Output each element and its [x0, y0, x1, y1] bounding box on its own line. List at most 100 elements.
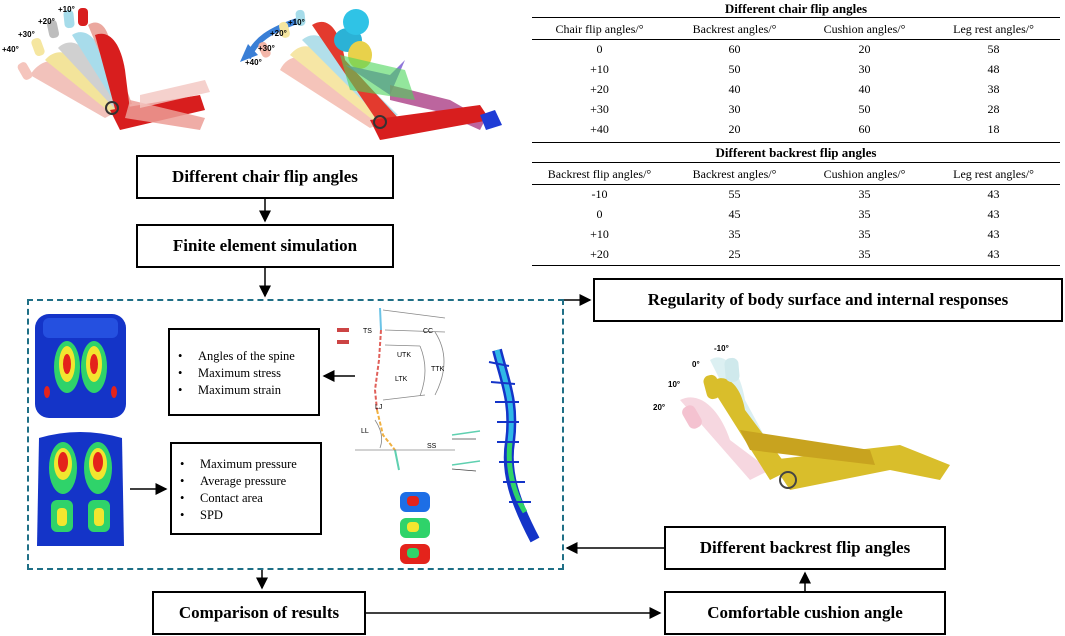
table-cell: 30: [728, 101, 741, 116]
backrest-flip-illustration: -10° 0° 10° 20°: [650, 340, 970, 520]
pressure-results-list: Maximum pressure Average pressure Contac…: [180, 456, 297, 524]
chair-angle-label: +20°: [38, 17, 55, 26]
spine-label: LTK: [395, 376, 408, 383]
list-item: Maximum strain: [178, 382, 295, 399]
table-cell: +10: [590, 226, 609, 241]
table-cell: 60: [858, 121, 871, 136]
chair-flip-table: Chair flip angles/° Backrest angles/° Cu…: [532, 19, 1060, 139]
table-row: +20 40 40 38: [532, 79, 1060, 99]
table-cell: 0: [596, 41, 603, 56]
table-header-cell: Cushion angles/°: [823, 21, 906, 36]
comfortable-angle-box: Comfortable cushion angle: [664, 591, 946, 635]
backrest-table-title: Different backrest flip angles: [715, 145, 877, 160]
fe-simulation-box: Finite element simulation: [136, 224, 394, 268]
table-header-cell: Leg rest angles/°: [953, 21, 1034, 36]
spine-label: LL: [361, 428, 369, 435]
spine-angle-diagram: TS CC UTK TTK LTK LL SS LJ: [335, 300, 470, 480]
list-item: Angles of the spine: [178, 348, 295, 365]
chair-angle-label: +10°: [58, 5, 75, 14]
spine-label: TS: [363, 328, 372, 335]
backrest-flip-box: Different backrest flip angles: [664, 526, 946, 570]
table-cell: +20: [590, 246, 609, 261]
table-cell: 50: [858, 101, 871, 116]
chair-angle-label: +40°: [2, 45, 19, 54]
backrest-flip-table: Backrest flip angles/° Backrest angles/°…: [532, 164, 1060, 264]
table-header-cell: Leg rest angles/°: [953, 166, 1034, 181]
table-cell: 35: [858, 186, 871, 201]
table-cell: 43: [987, 206, 1000, 221]
spine-label: TTK: [431, 366, 445, 373]
table-header-cell: Chair flip angles/°: [555, 21, 644, 36]
human-angle-label: +30°: [258, 44, 275, 53]
table-cell: 38: [987, 81, 1000, 96]
table-header-cell: Backrest angles/°: [692, 21, 777, 36]
table-row: +30 30 50 28: [532, 99, 1060, 119]
table-cell: 40: [858, 81, 871, 96]
spine-label: LJ: [375, 404, 383, 411]
table-cell: +10: [590, 61, 609, 76]
list-item: SPD: [180, 507, 297, 524]
table-cell: 20: [728, 121, 741, 136]
table-cell: 50: [728, 61, 741, 76]
chair-table-title: Different chair flip angles: [724, 1, 868, 16]
table-cell: 35: [858, 206, 871, 221]
table-header-row: Chair flip angles/° Backrest angles/° Cu…: [532, 19, 1060, 39]
backrest-angle-label: 10°: [668, 380, 681, 389]
table-cell: 55: [728, 186, 741, 201]
spine-label: CC: [423, 328, 434, 335]
table-cell: +40: [590, 121, 609, 136]
table-rule: [532, 184, 1060, 185]
table-rule: [532, 265, 1060, 266]
table-cell: 58: [987, 41, 1000, 56]
table-cell: 60: [728, 41, 741, 56]
spine-results-list: Angles of the spine Maximum stress Maxim…: [178, 348, 295, 399]
table-row: +40 20 60 18: [532, 119, 1060, 139]
human-angle-label: +10°: [288, 18, 305, 27]
pressure-results-box: Maximum pressure Average pressure Contac…: [170, 442, 322, 535]
table-row: -10 55 35 43: [532, 184, 1060, 204]
table-header-cell: Backrest flip angles/°: [547, 166, 652, 181]
table-cell: +30: [590, 101, 609, 116]
comparison-box: Comparison of results: [152, 591, 366, 635]
table-rule: [532, 39, 1060, 40]
chair-angle-label: +30°: [18, 30, 35, 39]
backrest-angle-label: 20°: [653, 403, 666, 412]
table-cell: 35: [858, 226, 871, 241]
table-cell: 35: [858, 246, 871, 261]
spine-label: SS: [427, 443, 437, 450]
spine-label: UTK: [397, 352, 411, 359]
list-item: Average pressure: [180, 473, 297, 490]
table-row: +20 25 35 43: [532, 244, 1060, 264]
table-rule: [532, 162, 1060, 163]
table-cell: 43: [987, 226, 1000, 241]
table-cell: +20: [590, 81, 609, 96]
table-rule: [532, 17, 1060, 18]
list-item: Maximum pressure: [180, 456, 297, 473]
vertebra-stress-plots: [395, 490, 440, 568]
table-header-cell: Cushion angles/°: [823, 166, 906, 181]
table-row: 0 60 20 58: [532, 39, 1060, 59]
table-cell: 18: [987, 121, 1000, 136]
table-cell: 35: [728, 226, 741, 241]
table-cell: -10: [591, 186, 608, 201]
backrest-angle-label: -10°: [714, 344, 729, 353]
table-row: +10 35 35 43: [532, 224, 1060, 244]
table-rule: [532, 142, 1060, 143]
spine-results-box: Angles of the spine Maximum stress Maxim…: [168, 328, 320, 416]
cushion-pressure-map: [33, 428, 128, 551]
table-header-row: Backrest flip angles/° Backrest angles/°…: [532, 164, 1060, 184]
table-row: +10 50 30 48: [532, 59, 1060, 79]
spine-segment-angles: [450, 425, 490, 485]
table-cell: 43: [987, 186, 1000, 201]
table-cell: 28: [987, 101, 1000, 116]
table-cell: 25: [728, 246, 741, 261]
table-row: 0 45 35 43: [532, 204, 1060, 224]
table-cell: 30: [858, 61, 871, 76]
table-cell: 40: [728, 81, 741, 96]
results-panel: [27, 299, 564, 570]
table-header-cell: Backrest angles/°: [692, 166, 777, 181]
human-angle-label: +20°: [270, 29, 287, 38]
table-cell: 20: [858, 41, 871, 56]
chair-flip-box: Different chair flip angles: [136, 155, 394, 199]
